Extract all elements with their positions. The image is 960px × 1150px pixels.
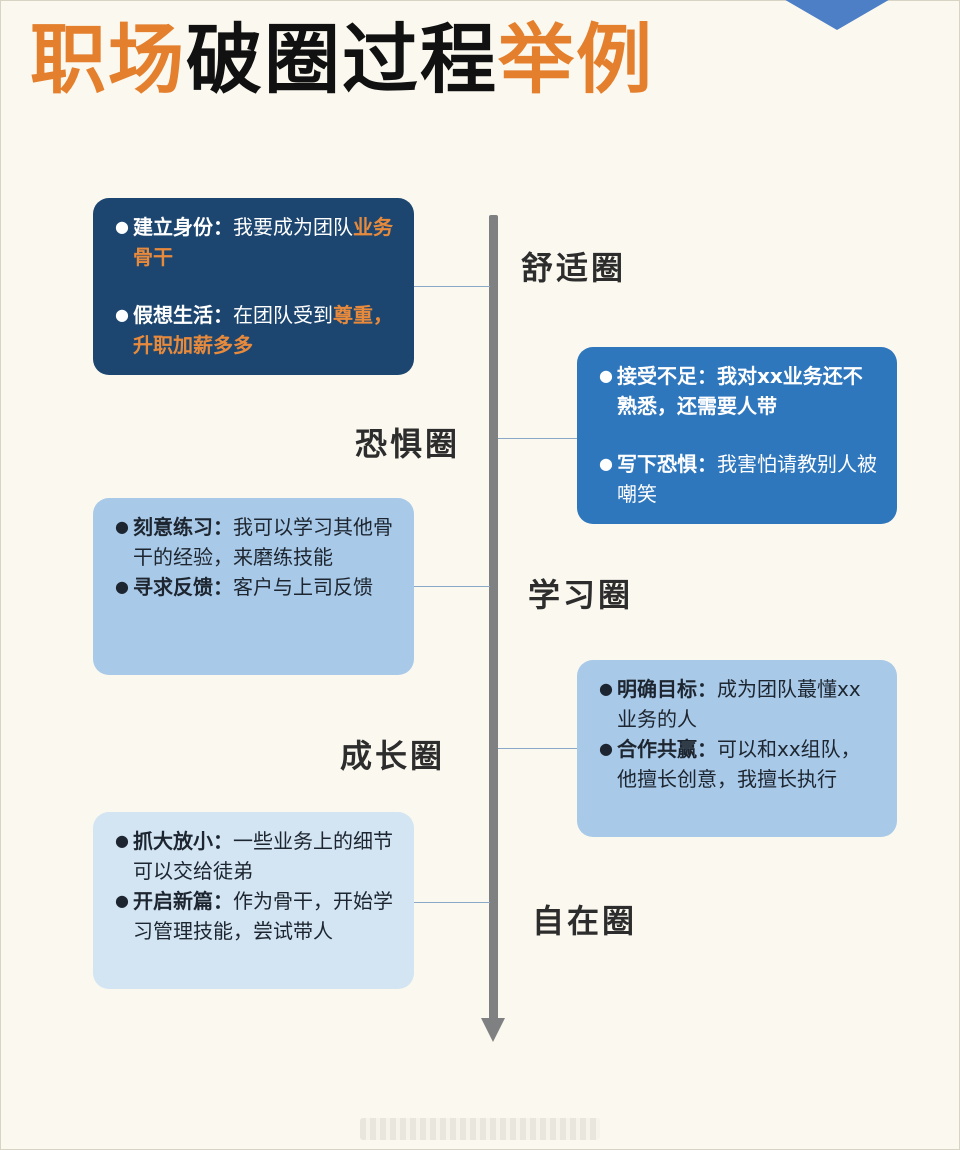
stage-comfort: 舒适圈 xyxy=(521,249,627,287)
card-fear: ● 接受不足：我对xx业务还不熟悉，还需要人带 ● 写下恐惧：我害怕请教别人被嘲… xyxy=(577,347,897,524)
bullet-key: 假想生活： xyxy=(133,303,233,327)
bullet-separator: ， xyxy=(373,303,393,327)
page-title: 职场破圈过程举例 xyxy=(30,14,654,105)
bullet-highlight: 尊重 xyxy=(333,303,373,327)
bullet-text: 我要成为团队 xyxy=(233,215,353,239)
card-fear-bullet-2: ● 写下恐惧：我害怕请教别人被嘲笑 xyxy=(599,449,877,509)
title-part-2: 破圈过程 xyxy=(186,15,498,104)
connector-freedom xyxy=(414,902,490,903)
bullet-icon: ● xyxy=(599,366,613,385)
card-comfort: ● 建立身份：我要成为团队业务骨干 ● 假想生活：在团队受到尊重， 升职加薪多多 xyxy=(93,198,414,375)
card-fear-bullet-1: ● 接受不足：我对xx业务还不熟悉，还需要人带 xyxy=(599,361,877,421)
bullet-key: 刻意练习： xyxy=(133,515,233,539)
card-learning-bullet-1: ● 刻意练习：我可以学习其他骨干的经验，来磨练技能 xyxy=(115,512,394,572)
title-part-1: 职场 xyxy=(30,15,186,104)
card-growth-bullet-1: ● 明确目标：成为团队蕞懂xx业务的人 xyxy=(599,674,877,734)
card-learning: ● 刻意练习：我可以学习其他骨干的经验，来磨练技能 ● 寻求反馈：客户与上司反馈 xyxy=(93,498,414,675)
bullet-text: 我害怕请教别人被嘲笑 xyxy=(617,452,877,506)
title-part-3: 举例 xyxy=(498,15,654,104)
connector-growth xyxy=(498,748,578,749)
bullet-icon: ● xyxy=(599,679,613,698)
bullet-key: 接受不足： xyxy=(617,364,717,388)
card-comfort-bullet-2: ● 假想生活：在团队受到尊重， 升职加薪多多 xyxy=(115,300,394,360)
bullet-icon: ● xyxy=(115,217,129,236)
timeline-axis xyxy=(489,215,498,1023)
bullet-text: 作为骨干，开始学习管理技能，尝试带人 xyxy=(133,889,393,943)
bullet-text: 在团队受到 xyxy=(233,303,333,327)
bullet-key: 建立身份： xyxy=(133,215,233,239)
bullet-text: 我可以学习其他骨干的经验，来磨练技能 xyxy=(133,515,393,569)
bullet-key: 合作共赢： xyxy=(617,737,717,761)
card-growth: ● 明确目标：成为团队蕞懂xx业务的人 ● 合作共赢：可以和xx组队，他擅长创意… xyxy=(577,660,897,837)
bullet-text: 成为团队蕞懂xx业务的人 xyxy=(617,677,861,731)
card-freedom: ● 抓大放小：一些业务上的细节可以交给徒弟 ● 开启新篇：作为骨干，开始学习管理… xyxy=(93,812,414,989)
watermark xyxy=(360,1118,600,1140)
bullet-icon: ● xyxy=(115,891,129,910)
connector-comfort xyxy=(414,286,490,287)
bullet-text: 我对xx业务还不熟悉，还需要人带 xyxy=(617,364,863,418)
bullet-text: 一些业务上的细节可以交给徒弟 xyxy=(133,829,393,883)
stage-learning: 学习圈 xyxy=(528,576,634,614)
bullet-icon: ● xyxy=(599,739,613,758)
connector-learning xyxy=(414,586,490,587)
stage-freedom: 自在圈 xyxy=(532,902,638,940)
stage-growth: 成长圈 xyxy=(340,737,446,775)
bullet-key: 写下恐惧： xyxy=(617,452,717,476)
card-freedom-bullet-2: ● 开启新篇：作为骨干，开始学习管理技能，尝试带人 xyxy=(115,886,394,946)
bullet-highlight: 业务骨干 xyxy=(133,215,393,269)
card-freedom-bullet-1: ● 抓大放小：一些业务上的细节可以交给徒弟 xyxy=(115,826,394,886)
bullet-key: 寻求反馈： xyxy=(133,575,233,599)
bullet-key: 开启新篇： xyxy=(133,889,233,913)
bullet-key: 明确目标： xyxy=(617,677,717,701)
timeline-arrow-icon xyxy=(481,1018,505,1042)
bullet-icon: ● xyxy=(115,517,129,536)
card-growth-bullet-2: ● 合作共赢：可以和xx组队，他擅长创意，我擅长执行 xyxy=(599,734,877,794)
bullet-icon: ● xyxy=(115,577,129,596)
bullet-icon: ● xyxy=(115,831,129,850)
bullet-key: 抓大放小： xyxy=(133,829,233,853)
stage-fear: 恐惧圈 xyxy=(355,425,461,463)
card-comfort-bullet-1: ● 建立身份：我要成为团队业务骨干 xyxy=(115,212,394,272)
bullet-highlight: 升职加薪多多 xyxy=(133,333,253,357)
card-learning-bullet-2: ● 寻求反馈：客户与上司反馈 xyxy=(115,572,394,602)
bullet-icon: ● xyxy=(599,454,613,473)
connector-fear xyxy=(498,438,578,439)
bullet-text: 可以和xx组队，他擅长创意，我擅长执行 xyxy=(617,737,861,791)
bullet-text: 客户与上司反馈 xyxy=(233,575,373,599)
bullet-icon: ● xyxy=(115,305,129,324)
